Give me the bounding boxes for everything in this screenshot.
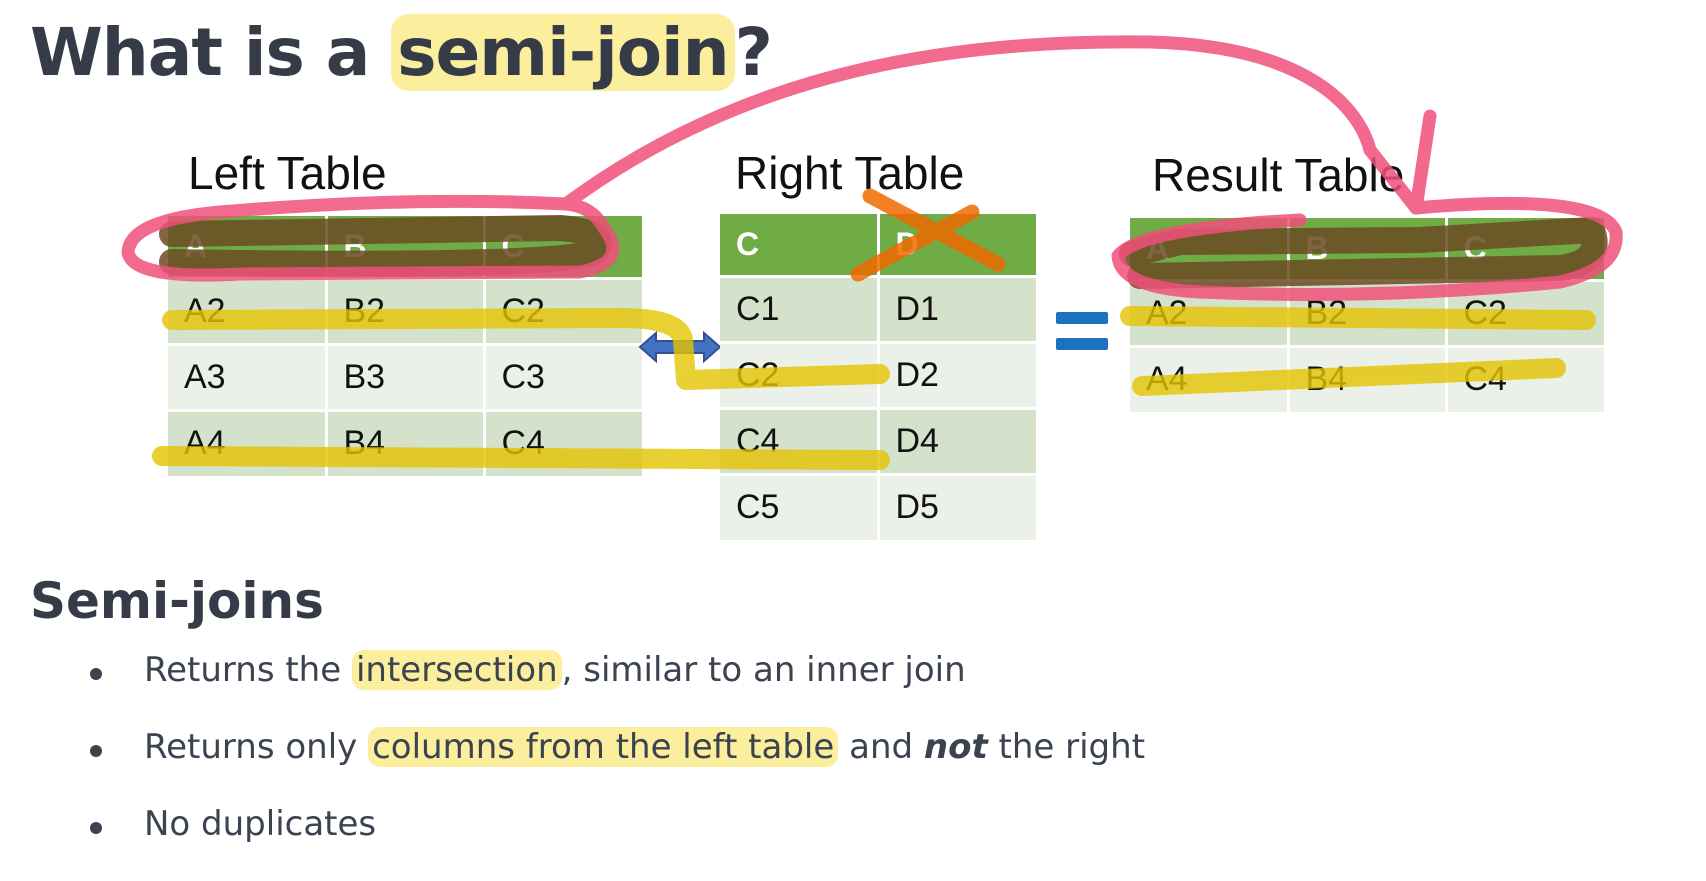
bullet-list: Returns the intersection, similar to an … (86, 650, 1145, 881)
bullet-text: Returns the (144, 650, 352, 690)
table-cell: B4 (326, 408, 486, 476)
bullet-text: , similar to an inner join (561, 650, 966, 690)
table-row: C1 D1 (720, 274, 1036, 342)
table-cell: B2 (326, 276, 486, 344)
table-row: A4 B4 C4 (168, 408, 642, 476)
bullet-emphasis: not (923, 727, 988, 767)
right-table-title: Right Table (735, 147, 965, 199)
bullet-icon (90, 822, 102, 834)
result-header-c: C (1446, 218, 1604, 280)
table-cell: A4 (168, 408, 328, 476)
table-cell: C3 (484, 342, 642, 410)
equals-icon (1056, 312, 1108, 354)
double-arrow-icon (638, 330, 722, 364)
title-prefix: What is a (30, 14, 392, 91)
title-suffix: ? (734, 14, 773, 91)
table-cell: D4 (878, 406, 1036, 474)
left-header-b: B (326, 216, 486, 278)
table-cell: C4 (484, 408, 642, 476)
left-table-title: Left Table (188, 147, 387, 199)
table-cell: A2 (1130, 278, 1290, 346)
right-header-c: C (720, 214, 880, 276)
right-header-d: D (878, 214, 1036, 276)
bullet-highlight: columns from the left table (368, 727, 839, 767)
slide-title: What is a semi-join? (30, 14, 773, 91)
table-row: C2 D2 (720, 340, 1036, 408)
table-row: A4 B4 C4 (1130, 344, 1604, 412)
table-cell: D5 (878, 472, 1036, 540)
left-table: A B C A2 B2 C2 A3 B3 C3 A4 B4 C4 (168, 216, 642, 476)
table-cell: B4 (1288, 344, 1448, 412)
table-cell: C2 (1446, 278, 1604, 346)
section-title: Semi-joins (30, 572, 324, 630)
result-table-title: Result Table (1152, 149, 1405, 201)
bullet-text: and (838, 727, 924, 767)
result-header-a: A (1130, 218, 1290, 280)
table-row: C4 D4 (720, 406, 1036, 474)
list-item: Returns the intersection, similar to an … (86, 650, 1145, 727)
table-cell: C5 (720, 472, 880, 540)
bullet-text: No duplicates (144, 804, 377, 844)
table-cell: D2 (878, 340, 1036, 408)
table-cell: A4 (1130, 344, 1290, 412)
table-row: A2 B2 C2 (168, 276, 642, 344)
table-cell: A3 (168, 342, 328, 410)
bullet-icon (90, 668, 102, 680)
left-header-c: C (484, 216, 642, 278)
title-highlight: semi-join (391, 14, 735, 91)
result-header-b: B (1288, 218, 1448, 280)
right-table: C D C1 D1 C2 D2 C4 D4 C5 D5 (720, 214, 1036, 540)
bullet-text: the right (987, 727, 1146, 767)
table-row: A2 B2 C2 (1130, 278, 1604, 346)
table-cell: C4 (1446, 344, 1604, 412)
table-cell: C1 (720, 274, 880, 342)
result-table: A B C A2 B2 C2 A4 B4 C4 (1130, 218, 1604, 412)
table-cell: B2 (1288, 278, 1448, 346)
bullet-icon (90, 745, 102, 757)
table-row: A3 B3 C3 (168, 342, 642, 410)
table-cell: D1 (878, 274, 1036, 342)
table-cell: C2 (720, 340, 880, 408)
bullet-highlight: intersection (351, 650, 562, 690)
bullet-text: Returns only (144, 727, 369, 767)
table-cell: A2 (168, 276, 328, 344)
table-row: C5 D5 (720, 472, 1036, 540)
left-header-a: A (168, 216, 328, 278)
list-item: No duplicates (86, 804, 1145, 881)
table-cell: C4 (720, 406, 880, 474)
pink-arrow-tick (1409, 109, 1437, 215)
list-item: Returns only columns from the left table… (86, 727, 1145, 804)
table-cell: B3 (326, 342, 486, 410)
table-cell: C2 (484, 276, 642, 344)
